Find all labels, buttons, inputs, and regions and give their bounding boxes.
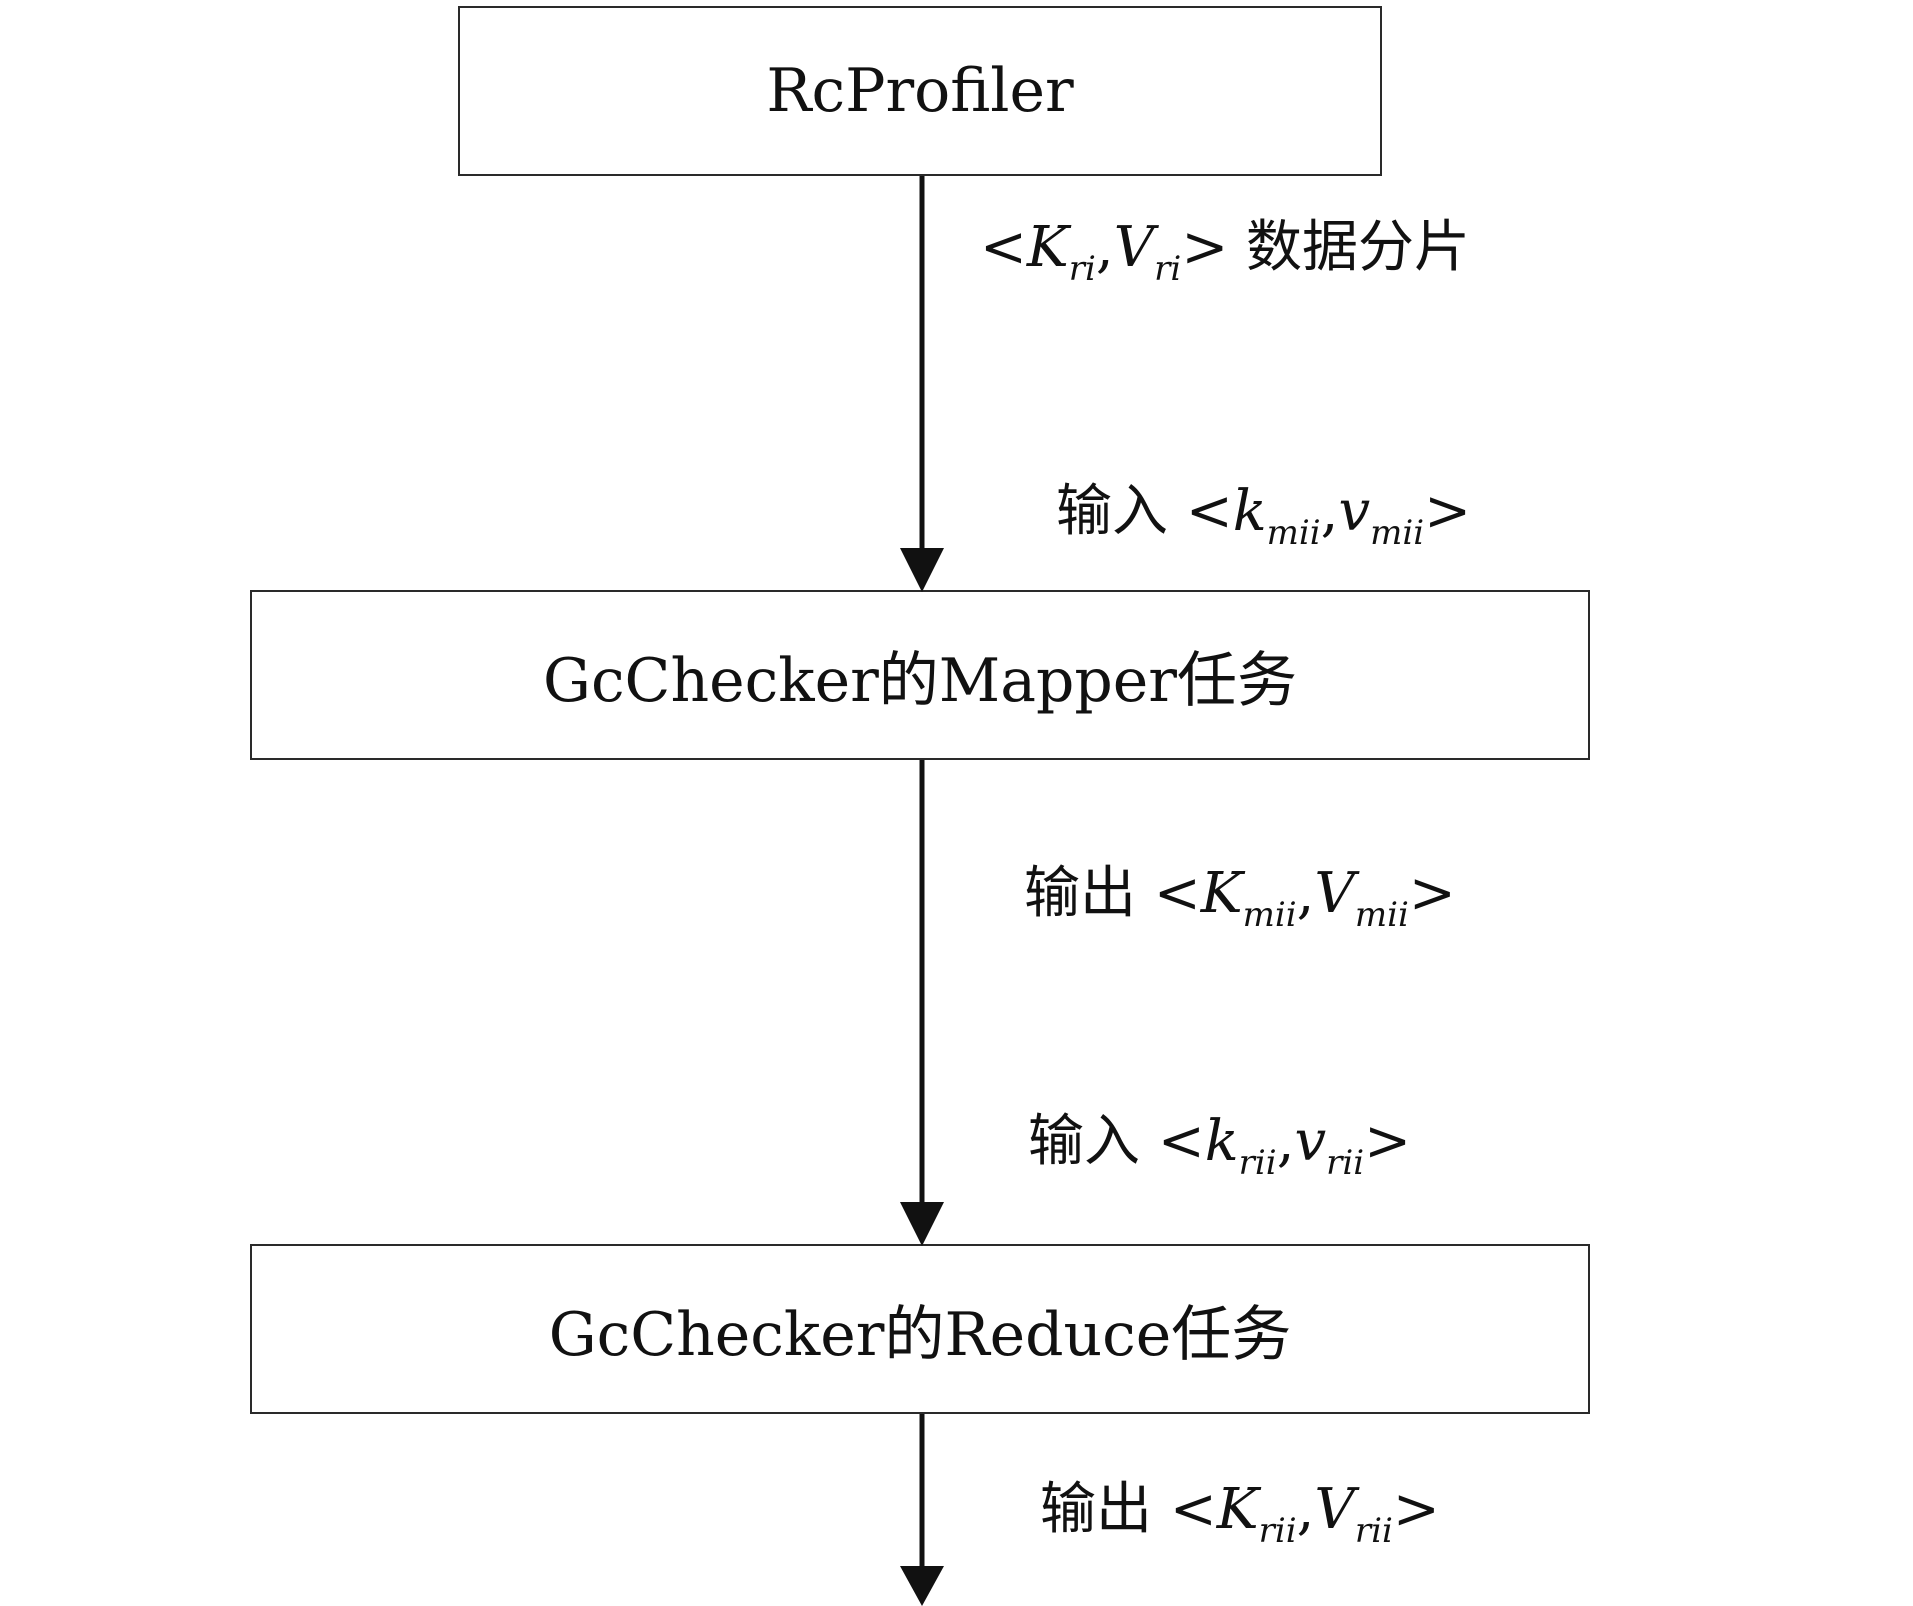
edge-label-reduce-input: 输入 <krii,vrii> <box>1028 1109 1412 1183</box>
edge-label-mapper-output: 输出 <Kmii,Vmii> <box>1024 861 1456 935</box>
arrowhead-2 <box>900 1202 944 1246</box>
node-rcprofiler: RcProfiler <box>458 6 1382 176</box>
edge-label-reduce-output: 输出 <Krii,Vrii> <box>1040 1477 1440 1551</box>
arrowhead-1 <box>900 548 944 592</box>
node-label: RcProfiler <box>766 56 1074 126</box>
edge-label-mapper-input: 输入 <kmii,vmii> <box>1056 479 1472 553</box>
edge-label-data-shard: <Kri,Vri> 数据分片 <box>980 215 1471 289</box>
node-reduce-task: GcChecker的Reduce任务 <box>250 1244 1590 1414</box>
node-mapper-task: GcChecker的Mapper任务 <box>250 590 1590 760</box>
node-label: GcChecker的Mapper任务 <box>543 645 1297 716</box>
node-label: GcChecker的Reduce任务 <box>548 1299 1292 1370</box>
arrowhead-3 <box>900 1566 944 1606</box>
